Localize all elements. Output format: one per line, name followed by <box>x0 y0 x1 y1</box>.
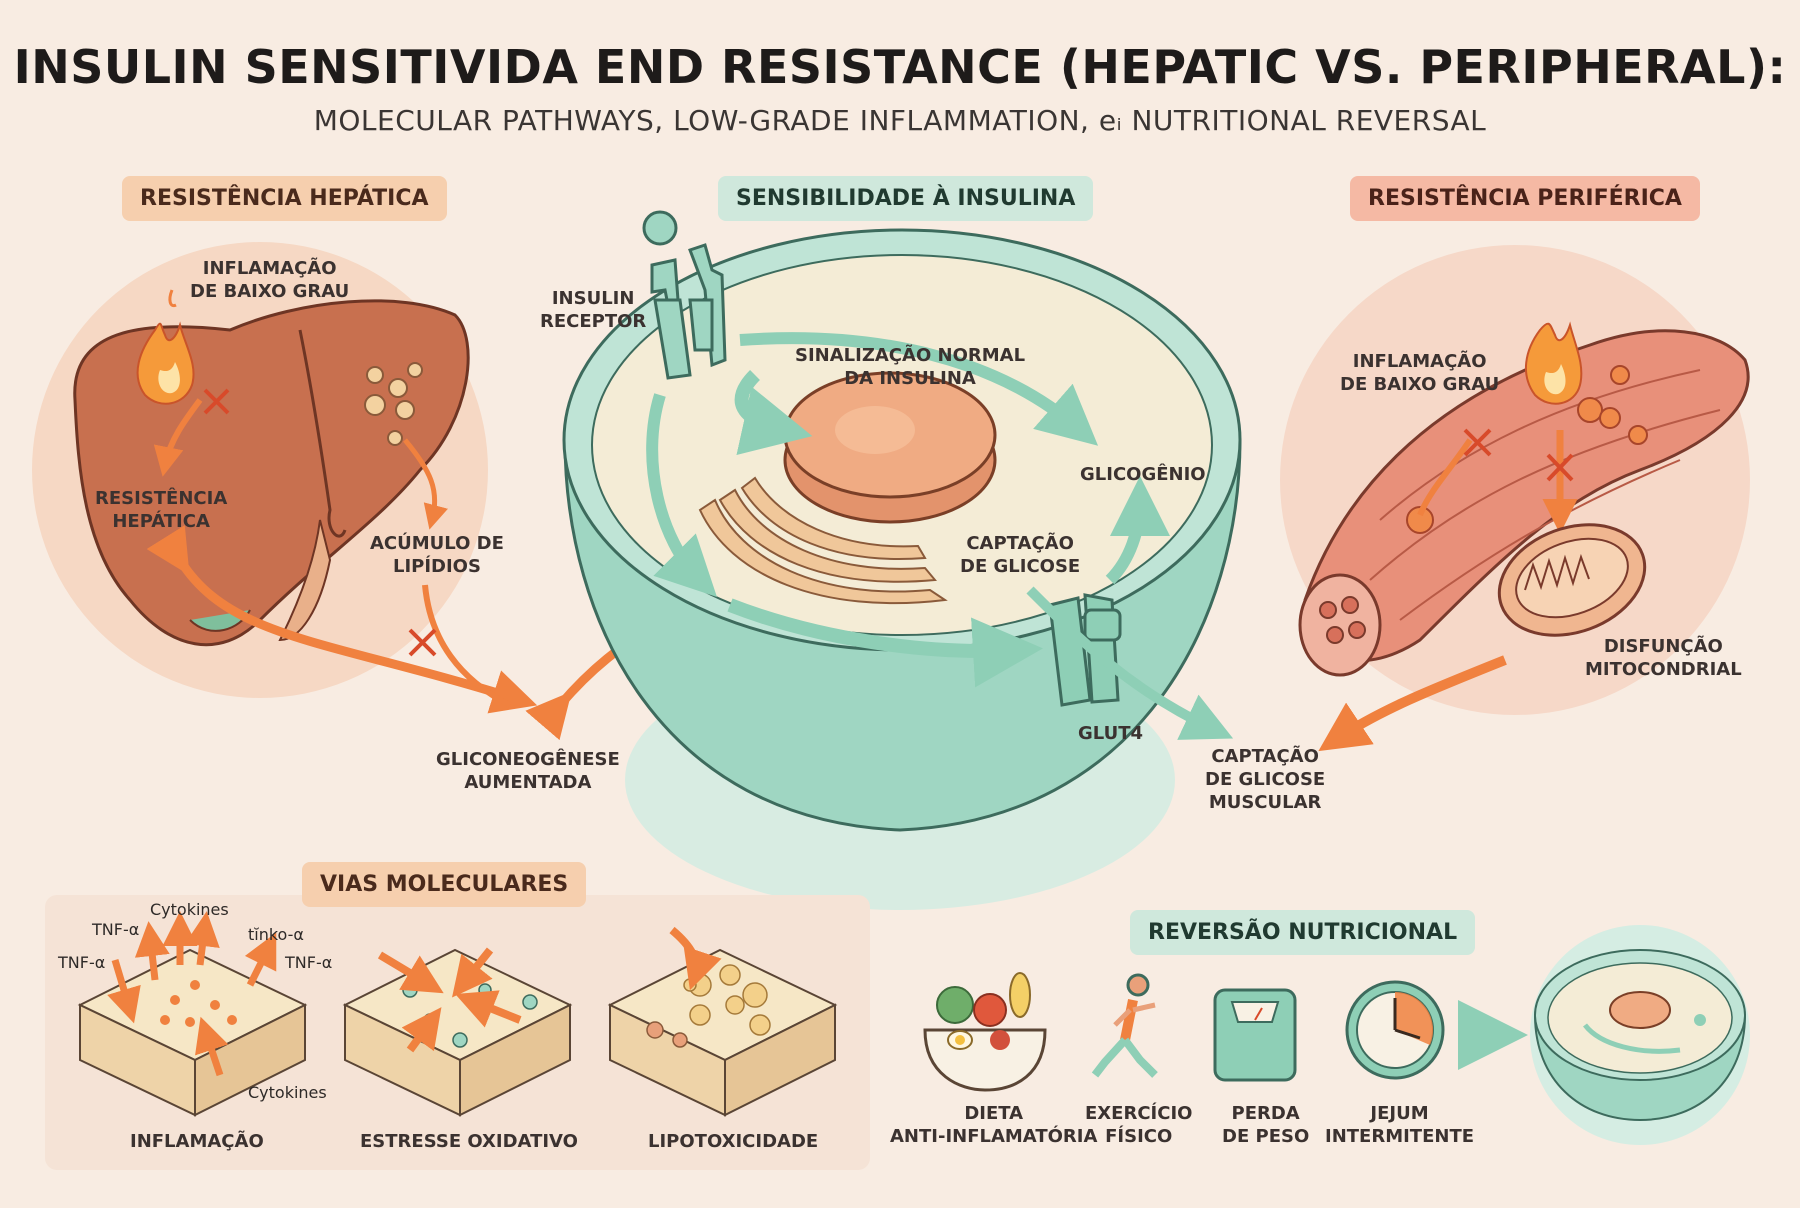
healthy-cell-icon <box>1530 925 1750 1145</box>
liver-inflammation-label: INFLAMAÇÃO DE BAIXO GRAU <box>190 258 350 302</box>
muscle-inflammation-label: INFLAMAÇÃO DE BAIXO GRAU <box>1340 351 1500 395</box>
reversal-weight-loss-label: PERDA DE PESO <box>1222 1103 1310 1147</box>
inflammation-block <box>77 911 308 1117</box>
lipid-accumulation-label: ACÚMULO DE LIPÍDIOS <box>370 533 504 577</box>
cell-illustration <box>562 210 1242 832</box>
oxidative-stress-caption: ESTRESSE OXIDATIVO <box>360 1131 578 1152</box>
cytokines-top-label: Cytokines <box>150 900 229 919</box>
inflammation-caption: INFLAMAÇÃO <box>130 1131 264 1152</box>
section-hepatic-title: RESISTÊNCIA HEPÁTICA <box>122 176 447 221</box>
muscle-glucose-uptake-label: CAPTAÇÃO DE GLICOSE MUSCULAR <box>1205 746 1326 813</box>
gluconeogenesis-label: GLICONEOGÊNESE AUMENTADA <box>436 749 620 793</box>
oxidative-stress-block <box>342 947 573 1117</box>
insulin-receptor-icon <box>642 210 727 380</box>
mitochondrial-dysfunction-label: DISFUNÇÃO MITOCONDRIAL <box>1585 636 1742 680</box>
glut4-label: GLUT4 <box>1078 723 1144 744</box>
glucose-uptake-label: CAPTAÇÃO DE GLICOSE <box>960 533 1081 577</box>
fire-icon <box>136 289 195 405</box>
reversal-fasting-label: JEJUM INTERMITENTE <box>1325 1103 1475 1147</box>
page-title: INSULIN SENSITIVIDA END RESISTANCE (HEPA… <box>13 40 1787 94</box>
section-reversal-title: REVERSÃO NUTRICIONAL <box>1130 910 1476 955</box>
section-molecular-title: VIAS MOLECULARES <box>302 862 587 907</box>
lipotoxicity-caption: LIPOTOXICIDADE <box>648 1131 819 1152</box>
tnf-alpha-label-3: TNF-α <box>285 953 333 972</box>
tnf-alpha-label-1: TNF-α <box>92 920 140 939</box>
scale-icon <box>1213 988 1297 1082</box>
muscle-illustration <box>1298 321 1750 752</box>
mitochondrion-icon <box>1497 523 1647 637</box>
page-subtitle: MOLECULAR PATHWAYS, LOW-GRADE INFLAMMATI… <box>313 104 1487 137</box>
glut4-transporter-icon <box>1048 593 1122 707</box>
cytokines-bottom-label: Cytokines <box>248 1083 327 1102</box>
reversal-exercise-label: EXERCÍCIO FÍSICO <box>1085 1103 1193 1147</box>
reversal-diet-label: DIETA ANTI-INFLAMATÓRIA <box>890 1103 1098 1147</box>
glycogen-label: GLICOGÊNIO <box>1080 464 1206 485</box>
lipotoxicity-block <box>607 926 838 1117</box>
tnf-alpha-label-2: TNF-α <box>58 953 106 972</box>
tinko-alpha-label: tĭnko-α <box>248 925 304 944</box>
salad-bowl-icon <box>923 972 1047 1092</box>
lipid-droplets <box>364 362 423 446</box>
clock-icon <box>1345 980 1445 1080</box>
endoplasmic-reticulum <box>698 476 948 605</box>
insulin-receptor-label: INSULIN RECEPTOR <box>540 288 647 332</box>
section-sensitivity-title: SENSIBILIDADE À INSULINA <box>718 176 1094 221</box>
normal-signaling-label: SINALIZAÇÃO NORMAL DA INSULINA <box>795 345 1026 389</box>
section-peripheral-title: RESISTÊNCIA PERIFÉRICA <box>1350 176 1700 221</box>
fire-icon <box>1524 321 1583 405</box>
runner-icon <box>1091 973 1158 1078</box>
liver-resistance-label: RESISTÊNCIA HEPÁTICA <box>95 488 228 532</box>
